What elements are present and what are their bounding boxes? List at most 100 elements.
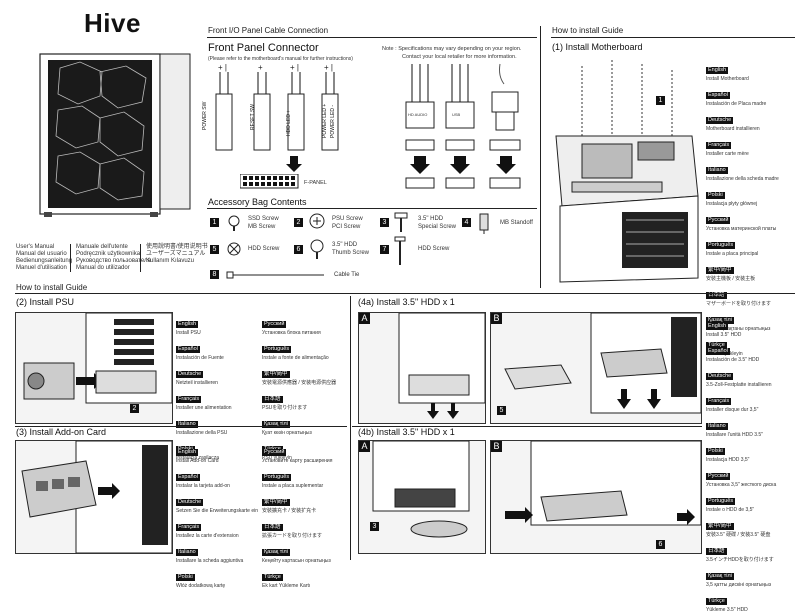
lang-tag: Français	[176, 396, 202, 403]
lang-tag: Polski	[706, 192, 725, 199]
hdd-long-screw-icon	[394, 236, 406, 265]
manual-lang: 使用說明書/使用说明书	[146, 244, 208, 250]
lang-tag: 日本語	[262, 524, 283, 531]
lang-tag: Polski	[176, 574, 195, 581]
lang-text: 安裝電源供應器 / 安装电源供应器	[262, 380, 337, 386]
lang-text: Installazione della scheda madre	[706, 176, 779, 182]
manual-langs-col-3: 使用說明書/使用说明书 ユーザーズマニュアル Kullanım Kılavuzu	[146, 244, 208, 265]
accessory-label-7: HDD Screw	[418, 246, 450, 252]
io-title: Front Panel Connector	[208, 42, 319, 54]
hdd4a-illustration-a	[358, 312, 486, 424]
lang-text: Installare l'unità HDD 3.5"	[706, 432, 763, 438]
lang-text: Installer une alimentation	[176, 405, 232, 411]
accessory-num-3: 3	[380, 218, 389, 227]
manual-langs-col-2: Manuale dell'utente Podręcznik użytkowni…	[76, 244, 151, 272]
lang-text: 安裝主機板 / 安装主板	[706, 276, 756, 282]
lang-tag: Türkçe	[262, 574, 283, 581]
addon-illustration	[15, 440, 173, 554]
lang-tag: Қазақ тілі	[706, 317, 734, 324]
thumb-screw-icon	[310, 239, 324, 259]
hdd-screw-icon	[227, 242, 241, 256]
lang-tag: Português	[706, 242, 736, 249]
lang-tag: Italiano	[176, 421, 198, 428]
mb-step-title: (1) Install Motherboard	[552, 42, 643, 52]
lang-text: Netzteil installieren	[176, 380, 218, 386]
lang-text: Install Add-on Card	[176, 458, 219, 464]
lang-tag: Русский	[706, 217, 731, 224]
manual-lang: Manuel d'utilisation	[16, 265, 67, 271]
lang-text: Instalación de 3.5" HDD	[706, 357, 760, 363]
manual-lang: Manuale dell'utente	[76, 244, 128, 250]
lang-tag: 日本語	[706, 548, 727, 555]
svg-text:+ |: + |	[290, 64, 299, 72]
lang-text: Установка 3,5" жесткого диска	[706, 482, 777, 488]
accessory-label-4: MB Standoff	[500, 220, 533, 226]
lang-text: PSUを取り付けます	[262, 405, 308, 411]
lang-text: Кеңейту картасын орнатыңыз	[262, 558, 331, 564]
lang-tag: Русский	[706, 473, 731, 480]
lang-text: Yükleme 3.5" HDD	[706, 607, 748, 613]
svg-text:+ |: + |	[324, 64, 333, 72]
lang-tag: Türkçe	[706, 598, 727, 605]
lang-tag: Italiano	[176, 549, 198, 556]
lang-text: 3.5インチHDDを取り付けます	[706, 557, 774, 563]
lang-text: Установка блока питания	[262, 330, 321, 336]
psu-step-title: (2) Install PSU	[16, 297, 75, 307]
lang-tag: 繁中/简中	[706, 523, 734, 530]
manual-lang: Руководство пользователя	[76, 258, 151, 264]
io-heading: Front I/O Panel Cable Connection	[208, 26, 329, 35]
wire-label-power-sw: POWER SW	[202, 101, 208, 130]
lang-tag: Português	[262, 474, 292, 481]
lang-text: 拡張カードを取り付けます	[262, 533, 323, 539]
lang-text: Installer disque dur 3,5"	[706, 407, 759, 413]
hdd4b-label-b: B	[491, 441, 502, 452]
lang-tag: 繁中/简中	[706, 267, 734, 274]
lang-tag: Қазақ тілі	[262, 549, 290, 556]
io-note-1: Note : Specifications may vary depending…	[382, 46, 522, 52]
lang-tag: Español	[176, 346, 200, 353]
lang-text: Instalación de Fuente	[176, 355, 224, 361]
manual-lang: User's Manual	[16, 244, 55, 250]
psu-callout: 2	[130, 404, 139, 413]
lang-text: Instalacja HDD 3,5"	[706, 457, 750, 463]
accessory-num-2: 2	[294, 218, 303, 227]
front-panel-wires: + |++ |+ |	[215, 64, 339, 172]
manual-lang: Manual del usuario	[16, 251, 67, 257]
lang-tag: Italiano	[706, 167, 728, 174]
lang-tag: Deutsche	[706, 117, 734, 124]
case-illustration	[39, 53, 191, 217]
hdd4a-step-title: (4a) Install 3.5" HDD x 1	[358, 297, 455, 307]
hdd4a-label-a: A	[359, 313, 370, 324]
lang-tag: Português	[706, 498, 736, 505]
lang-tag: Polski	[706, 448, 725, 455]
lang-text: Installare la scheda aggiuntiva	[176, 558, 244, 564]
accessory-num-4: 4	[462, 218, 471, 227]
lang-tag: Қазақ тілі	[262, 421, 290, 428]
hdd4b-illustration-b	[490, 440, 702, 554]
lang-text: Setzen Sie die Erweiterungskarte ein	[176, 508, 258, 514]
accessory-title: Accessory Bag Contents	[208, 197, 307, 207]
f-panel-label: F-PANEL	[304, 180, 327, 186]
lang-tag: Deutsche	[706, 373, 734, 380]
accessory-label-8: Cable Tie	[334, 272, 360, 278]
usb-label-hd-audio: HD AUDIO	[408, 112, 428, 117]
lang-text: Instalación de Placa madre	[706, 101, 767, 107]
mb-callout: 1	[656, 96, 665, 105]
lang-text: Instalacja zasilacza	[176, 455, 220, 461]
hdd4a-label-b: B	[491, 313, 502, 324]
usb-label-usb: USB	[452, 112, 461, 117]
manual-langs-col-1: User's Manual Manual del usuario Bedienu…	[16, 244, 72, 272]
lang-text: 3.5-Zoll-Festplatte installieren	[706, 382, 772, 388]
manual-lang: Kullanım Kılavuzu	[146, 258, 195, 264]
lang-tag: Türkçe	[706, 342, 727, 349]
accessory-num-1: 1	[210, 218, 219, 227]
hdd4b-label-a: A	[359, 441, 370, 452]
lang-tag: Italiano	[706, 423, 728, 430]
manual-lang: Bedienungsanleitung	[16, 258, 73, 264]
hdd4b-step-title: (4b) Install 3.5" HDD x 1	[358, 427, 455, 437]
lang-tag: Português	[262, 346, 292, 353]
cable-tie-icon	[226, 271, 324, 279]
lang-text: Аналық тақтаны орнатыңыз	[706, 326, 771, 332]
lang-tag: 繁中/简中	[262, 499, 290, 506]
